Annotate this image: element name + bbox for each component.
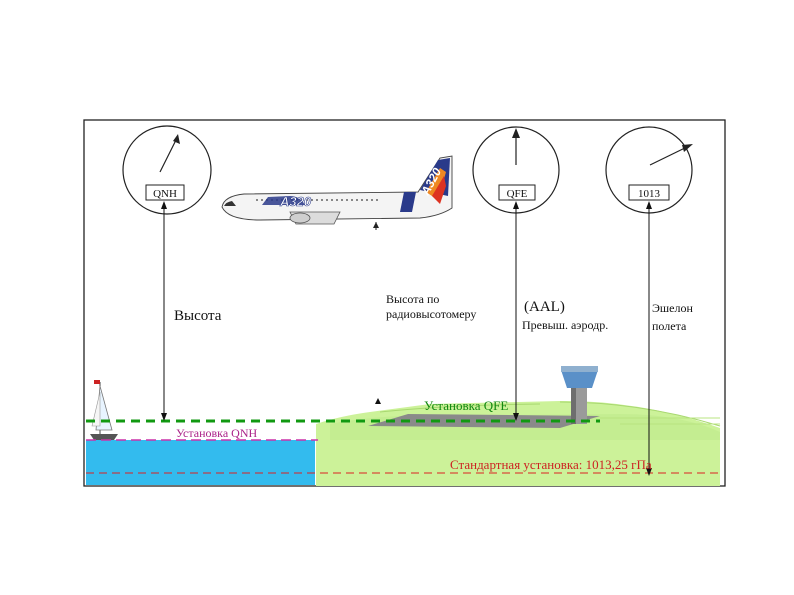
std-setting-label: Стандартная установка: 1013,25 гПа <box>450 457 652 472</box>
qnh-gauge: QNH <box>122 125 212 215</box>
radio-alt-label-line2: радиовысотомеру <box>386 307 476 321</box>
aircraft-model-label: A320 <box>279 194 312 209</box>
qnh-gauge-label: QNH <box>153 188 177 200</box>
sailboat <box>90 380 118 440</box>
aal-label: (AAL) <box>524 299 565 315</box>
flight-level-label-line2: полета <box>652 319 687 333</box>
control-tower <box>561 366 598 424</box>
height-label: Высота <box>174 308 222 324</box>
flight-level-label-line1: Эшелон <box>652 301 693 315</box>
a320-aircraft: A320 A320 <box>221 155 453 230</box>
qfe-setting-label: Установка QFE <box>424 398 508 413</box>
height-arrow-qnh <box>161 201 167 421</box>
aal-sub-label: Превыш. аэродр. <box>522 318 608 332</box>
qfe-gauge: QFE <box>472 126 560 214</box>
radio-alt-marker <box>375 398 381 404</box>
std-gauge-label: 1013 <box>638 188 661 200</box>
height-arrow-qfe <box>513 201 519 421</box>
sea <box>86 440 315 485</box>
qfe-gauge-label: QFE <box>507 188 528 200</box>
height-arrow-std <box>646 201 652 476</box>
radio-alt-label-line1: Высота по <box>386 292 439 306</box>
qnh-setting-label: Установка QNH <box>176 426 257 440</box>
std-gauge: 1013 <box>605 126 693 214</box>
